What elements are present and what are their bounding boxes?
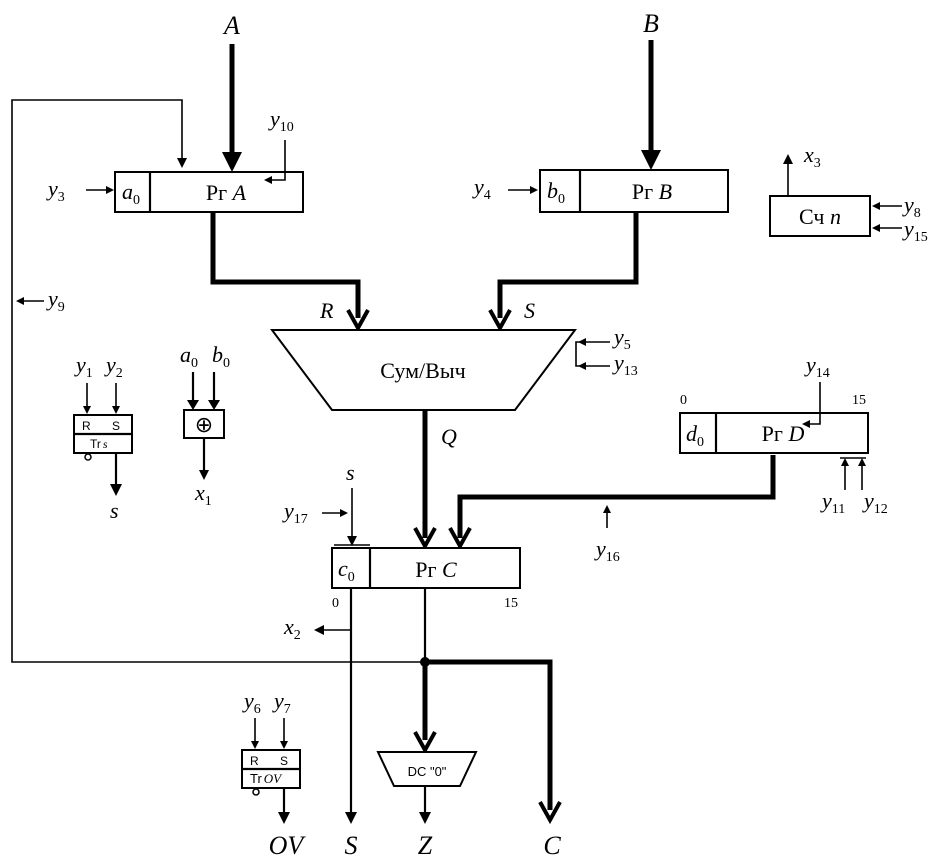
trigger-s-out: s [110,498,119,523]
register-c-bit: c0 [338,556,355,585]
signal-y3: y3 [46,176,65,205]
alu: Сум/Выч R S Q [270,298,610,449]
register-b-bit: b0 [547,178,565,207]
output-ov: OV [269,831,307,860]
signal-y16: y16 [594,536,620,565]
feedback-loop [11,99,425,663]
input-b-label: B [643,9,659,38]
register-b: b0 Рг B [508,169,729,213]
register-a-label: Рг A [206,180,247,205]
register-c-lo: 0 [332,596,339,611]
decoder: DC "0" [376,751,478,787]
trigger-ov-in2: y7 [272,688,291,717]
register-c-box [331,547,521,589]
register-c: c0 Рг C 0 15 [322,488,521,611]
register-a-bit: a0 [122,179,140,208]
counter-label: Сч n [799,204,841,229]
output-c: C [543,831,561,860]
xor-symbol: ⊕ [195,412,213,437]
bus-to-c-output [425,659,553,810]
trigger-ov-r: R [250,754,259,768]
register-c-label: Рг C [415,557,457,582]
bus-rga-to-r [210,212,361,318]
xor-gate: ⊕ [183,372,225,480]
xor-in2: b0 [212,342,230,371]
trigger-ov-in1: y6 [242,688,261,717]
signal-y12: y12 [862,488,888,517]
signal-y8: y8 [902,192,921,221]
signal-y10: y10 [268,106,294,135]
signal-y15: y15 [902,216,928,245]
signal-s-in: s [346,460,355,485]
counter-box [769,195,871,237]
alu-output-q: Q [441,424,457,449]
register-d: d0 Рг D 0 15 [603,382,869,528]
output-z: Z [418,831,433,860]
signal-y13: y13 [612,350,638,379]
bus-rgb-to-s [497,212,639,318]
signal-y11: y11 [820,488,845,517]
signal-y4: y4 [472,174,491,203]
alu-trapezoid [270,329,577,411]
bus-rgd-to-rgc [457,455,776,538]
labels: A B y3 y10 y4 x3 y8 y15 y9 y5 y13 y14 y1… [46,9,928,860]
register-a: a0 Рг A [86,140,304,213]
register-b-box [539,169,729,213]
output-s: S [345,831,358,860]
register-d-bit: d0 [686,421,704,450]
register-d-lo: 0 [680,393,687,408]
decoder-shape [376,751,478,787]
bus-wires [210,40,776,825]
signal-y9: y9 [46,286,65,315]
decoder-label: DC "0" [408,764,447,779]
signal-y17: y17 [282,498,308,527]
trigger-s-r: R [82,419,91,433]
arrow-b-input [641,150,661,170]
signal-y14: y14 [804,352,830,381]
alu-input-r: R [319,298,334,323]
trigger-ov-s: S [280,754,288,768]
counter-n: Сч n [769,154,902,237]
wire-feedback [11,99,425,663]
alu-input-s: S [524,298,535,323]
xor-in1: a0 [180,342,198,371]
signal-y5: y5 [612,324,631,353]
trigger-s-in1: y1 [74,352,93,381]
alu-label: Сум/Выч [380,358,465,383]
trigger-s-in2: y2 [104,352,123,381]
register-d-hi: 15 [852,393,866,408]
signal-x2: x2 [283,614,301,643]
trigger-s-s: S [112,419,120,433]
arrow-a-input [222,152,242,172]
register-b-label: Рг B [632,179,672,204]
register-d-box [679,412,869,454]
input-a-label: A [222,11,240,40]
xor-out: x1 [194,480,212,509]
register-c-hi: 15 [504,596,518,611]
register-d-label: Рг D [762,421,805,446]
signal-x3: x3 [803,142,821,171]
